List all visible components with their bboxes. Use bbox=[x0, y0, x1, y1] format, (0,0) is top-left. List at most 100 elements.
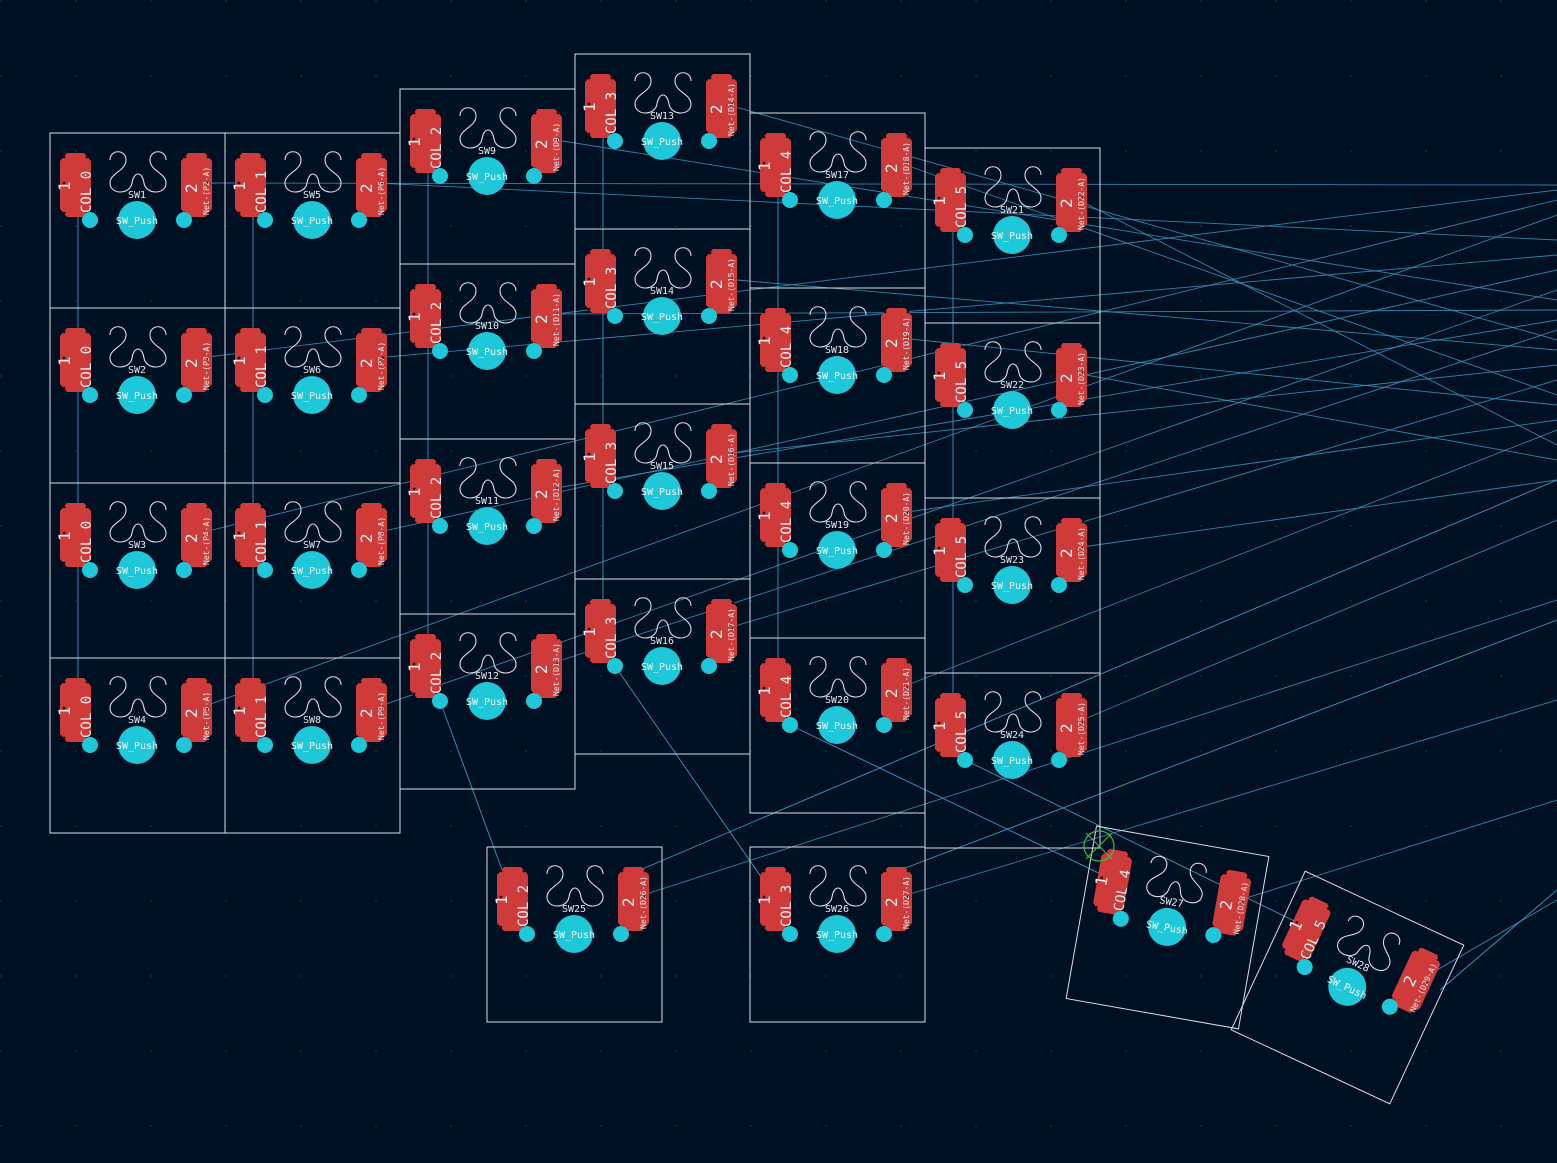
pad-via bbox=[556, 461, 560, 465]
pad-via bbox=[731, 627, 735, 631]
pad-via bbox=[533, 286, 537, 290]
footprint-outline bbox=[749, 846, 926, 1023]
pad-via bbox=[237, 561, 241, 565]
pad-via bbox=[62, 386, 66, 390]
row-net-label: Net-(D9-A) bbox=[552, 123, 561, 171]
pad-via bbox=[237, 505, 241, 509]
column-net-label: COL 4 bbox=[779, 151, 795, 193]
mount-hole-right bbox=[876, 192, 892, 208]
reference-label: SW17 bbox=[825, 170, 849, 181]
pad-via bbox=[762, 366, 766, 370]
pad-via bbox=[937, 751, 941, 755]
switch-stem-outline bbox=[284, 151, 342, 193]
switch-stem-outline bbox=[546, 865, 604, 907]
switch-stem-outline bbox=[109, 501, 167, 543]
pin-1-label: 1 bbox=[230, 531, 249, 541]
pad-via bbox=[731, 452, 735, 456]
pad-1-shape bbox=[935, 693, 966, 757]
switch-stem-outline bbox=[634, 422, 692, 464]
mount-hole-right bbox=[176, 562, 192, 578]
pad-via bbox=[556, 636, 560, 640]
switch-stem-outline bbox=[1146, 855, 1207, 904]
pin-2-label: 2 bbox=[182, 358, 201, 368]
pad-via bbox=[260, 155, 264, 159]
pad-via bbox=[762, 161, 766, 165]
pad-via bbox=[587, 132, 591, 136]
reference-label: SW6 bbox=[303, 365, 321, 376]
pad-via bbox=[785, 310, 789, 314]
pad-via bbox=[412, 662, 416, 666]
mount-hole-left bbox=[607, 308, 623, 324]
switch-stem-outline bbox=[109, 326, 167, 368]
ratsnest-line bbox=[549, 138, 1557, 301]
pad-via bbox=[906, 310, 910, 314]
column-net-label: COL 2 bbox=[516, 885, 532, 927]
column-net-label: COL 0 bbox=[79, 346, 95, 388]
pad-via bbox=[62, 211, 66, 215]
pin-2-label: 2 bbox=[532, 489, 551, 499]
mount-hole-right bbox=[526, 693, 542, 709]
row-net-label: Net-(P7-A) bbox=[377, 342, 386, 390]
pin-1-label: 1 bbox=[755, 895, 774, 905]
pin-2-label: 2 bbox=[707, 104, 726, 114]
mount-hole-right bbox=[176, 737, 192, 753]
reference-label: SW8 bbox=[303, 715, 321, 726]
pad-via bbox=[937, 576, 941, 580]
pad-via bbox=[183, 680, 187, 684]
mount-hole-left bbox=[82, 387, 98, 403]
switch-stem-outline bbox=[284, 676, 342, 718]
pad-via bbox=[237, 330, 241, 334]
row-net-label: Net-(D13-A) bbox=[552, 643, 561, 696]
pad-via bbox=[1436, 958, 1440, 962]
pin-2-label: 2 bbox=[1057, 198, 1076, 208]
pad-via bbox=[1081, 520, 1085, 524]
column-net-label: COL 1 bbox=[254, 696, 270, 738]
pad-2-shape bbox=[1056, 343, 1087, 407]
pad-via bbox=[1081, 751, 1085, 755]
pad-2-shape bbox=[1056, 518, 1087, 582]
pad-via bbox=[435, 461, 439, 465]
mount-hole-right bbox=[701, 133, 717, 149]
reference-label: SW26 bbox=[825, 904, 849, 915]
value-label: SW_Push bbox=[291, 216, 333, 227]
pin-2-label: 2 bbox=[707, 454, 726, 464]
pin-2-label: 2 bbox=[357, 533, 376, 543]
value-label: SW_Push bbox=[991, 406, 1033, 417]
row-net-label: Net-(D12-A) bbox=[552, 468, 561, 521]
pad-1-shape bbox=[760, 658, 791, 722]
value-label: SW_Push bbox=[641, 137, 683, 148]
mount-hole-left bbox=[519, 926, 535, 942]
pad-via bbox=[412, 342, 416, 346]
mount-hole-left bbox=[782, 926, 798, 942]
footprint-outline bbox=[924, 672, 1101, 849]
column-net-label: COL 4 bbox=[1111, 868, 1134, 912]
pad-via bbox=[731, 102, 735, 106]
pad-via bbox=[731, 482, 735, 486]
ratsnest-line bbox=[614, 665, 776, 898]
mount-hole-right bbox=[876, 717, 892, 733]
pin-1-label: 1 bbox=[580, 627, 599, 637]
value-label: SW_Push bbox=[816, 196, 858, 207]
pad-via bbox=[381, 531, 385, 535]
switch-stem-outline bbox=[284, 326, 342, 368]
row-net-label: Net-(P2-A) bbox=[202, 167, 211, 215]
pad-via bbox=[762, 485, 766, 489]
footprint-outline bbox=[1230, 870, 1465, 1105]
pin-2-label: 2 bbox=[357, 708, 376, 718]
ratsnest-line bbox=[724, 278, 1557, 351]
value-label: SW_Push bbox=[816, 930, 858, 941]
pad-via bbox=[533, 111, 537, 115]
pad-via bbox=[435, 636, 439, 640]
mount-hole-right bbox=[351, 212, 367, 228]
